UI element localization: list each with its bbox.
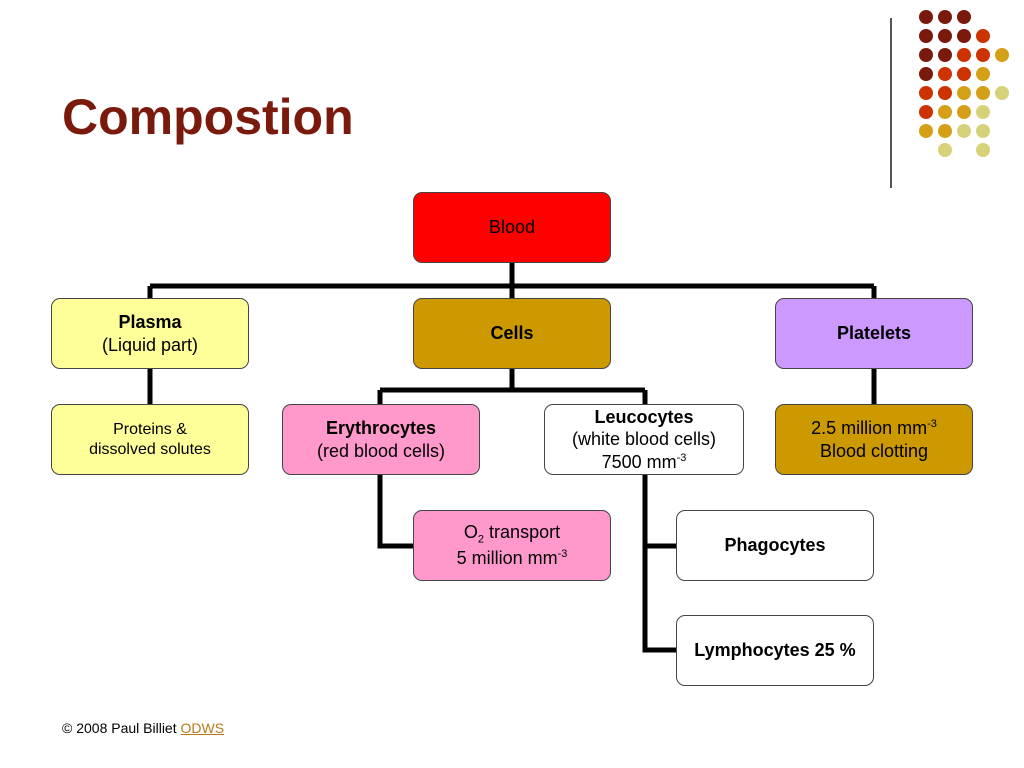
blood-label: Blood xyxy=(488,217,536,238)
decorative-dot xyxy=(976,86,990,100)
decorative-dot xyxy=(938,48,952,62)
decorative-dot xyxy=(976,67,990,81)
decorative-dot xyxy=(957,124,971,138)
plasma-desc: (Liquid part) xyxy=(101,334,199,355)
o2-count: 5 million mm-3 xyxy=(456,548,568,569)
decorative-dot xyxy=(976,143,990,157)
plasma-label: Plasma xyxy=(118,312,182,332)
erythrocytes-label: Erythrocytes xyxy=(325,418,437,438)
title-divider xyxy=(890,18,892,188)
platelet-role: Blood clotting xyxy=(819,440,929,461)
decorative-dot xyxy=(957,67,971,81)
decorative-dot xyxy=(995,48,1009,62)
decorative-dot xyxy=(976,29,990,43)
decorative-dot xyxy=(938,10,952,24)
platelets-label: Platelets xyxy=(836,323,912,344)
leucocytes-desc: (white blood cells) xyxy=(571,429,717,450)
platelet-count: 2.5 million mm-3 xyxy=(811,418,937,438)
leucocytes-count: 7500 mm-3 xyxy=(601,451,687,472)
decorative-dot xyxy=(995,86,1009,100)
decorative-dot xyxy=(976,124,990,138)
o2-transport-label: O2 transport xyxy=(463,522,561,546)
decorative-dot xyxy=(957,105,971,119)
decorative-dot xyxy=(976,105,990,119)
decorative-dot xyxy=(919,48,933,62)
decorative-dot xyxy=(919,10,933,24)
decorative-dot xyxy=(938,143,952,157)
leucocytes-node: Leucocytes (white blood cells) 7500 mm-3 xyxy=(544,404,744,475)
phagocytes-label: Phagocytes xyxy=(724,535,826,556)
decorative-dot xyxy=(919,67,933,81)
decorative-dot xyxy=(938,124,952,138)
slide-title: Compostion xyxy=(62,89,354,145)
decorative-dot xyxy=(919,124,933,138)
footer: © 2008 Paul Billiet ODWS xyxy=(62,720,224,736)
decorative-dot xyxy=(938,67,952,81)
cells-label: Cells xyxy=(490,323,534,344)
decorative-dot xyxy=(919,86,933,100)
erythrocytes-node: Erythrocytes (red blood cells) xyxy=(282,404,480,475)
copyright-text: © 2008 Paul Billiet xyxy=(62,720,181,736)
platelet-info-node: 2.5 million mm-3 Blood clotting xyxy=(775,404,973,475)
decorative-dot xyxy=(957,29,971,43)
plasma-contents-node: Proteins & dissolved solutes xyxy=(51,404,249,475)
erythrocytes-desc: (red blood cells) xyxy=(316,440,446,461)
plasma-contents-line1: Proteins & xyxy=(113,420,187,438)
decorative-dot xyxy=(919,29,933,43)
decorative-dot xyxy=(938,29,952,43)
odws-link[interactable]: ODWS xyxy=(180,720,225,736)
leucocytes-label: Leucocytes xyxy=(594,406,694,427)
decorative-dot xyxy=(938,86,952,100)
plasma-contents-line2: dissolved solutes xyxy=(89,440,211,458)
blood-node: Blood xyxy=(413,192,611,263)
connector-leucocyte-trunk xyxy=(642,475,678,653)
lymphocytes-node: Lymphocytes 25 % xyxy=(676,615,874,686)
platelets-node: Platelets xyxy=(775,298,973,369)
decorative-dot xyxy=(957,48,971,62)
connector-to-o2 xyxy=(377,475,415,549)
phagocytes-node: Phagocytes xyxy=(676,510,874,581)
decorative-dot xyxy=(976,48,990,62)
o2-transport-node: O2 transport 5 million mm-3 xyxy=(413,510,611,581)
cells-node: Cells xyxy=(413,298,611,369)
lymphocytes-label: Lymphocytes 25 % xyxy=(694,640,856,661)
plasma-node: Plasma (Liquid part) xyxy=(51,298,249,369)
decorative-dot xyxy=(957,86,971,100)
decorative-dot xyxy=(957,10,971,24)
decorative-dots xyxy=(900,10,1010,170)
decorative-dot xyxy=(919,105,933,119)
decorative-dot xyxy=(938,105,952,119)
